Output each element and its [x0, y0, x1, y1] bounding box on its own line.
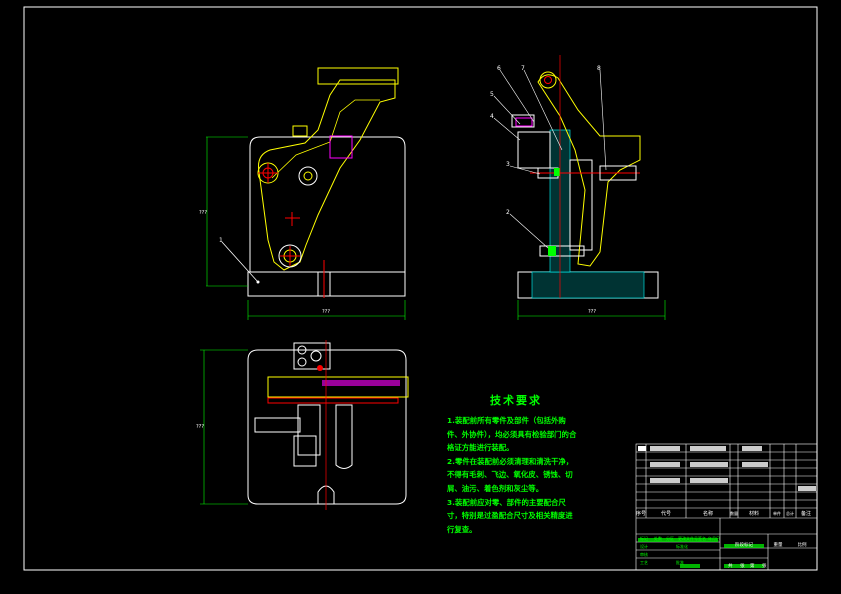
title-block-fills — [638, 446, 816, 568]
tb-scale: 比例 — [798, 541, 807, 548]
tb-sheet-of: 张 — [740, 562, 745, 569]
tb-b-sign: 签名 — [698, 535, 706, 541]
tb-b2-process: 工艺 — [640, 560, 648, 565]
tech-req-title: 技术要求 — [490, 394, 542, 407]
tech-req-line-1: 1.装配前所有零件及部件（包括外购件、外协件），均必须具有检验部门的合格证方能进… — [447, 416, 577, 453]
balloon-4: 4 — [490, 113, 494, 120]
drawing-frame — [23, 6, 818, 571]
balloon-2: 2 — [506, 209, 510, 216]
tb-h-total: 总计 — [786, 510, 794, 516]
tb-b2-design: 设计 — [640, 543, 648, 549]
tech-req-line-2: 2.零件在装配前必须清理和清洗干净，不得有毛刺、飞边、氧化皮、锈蚀、切屑、油污、… — [447, 456, 574, 493]
tb-h-mat: 材料 — [749, 510, 759, 517]
side-view — [493, 55, 666, 320]
tb-b2-std: 标准化 — [676, 543, 688, 549]
balloon-8: 8 — [597, 65, 601, 72]
tb-b2-approve: 批准 — [676, 559, 684, 565]
tb-h-qty: 数量 — [730, 510, 738, 516]
tb-b-file: 更改文件号 — [678, 535, 698, 541]
front-height-dim: ??? — [199, 210, 207, 216]
top-height-dim: ??? — [196, 424, 204, 430]
tb-sheet-page: 张 — [762, 562, 767, 569]
tb-b-mark: 标记 — [640, 535, 648, 541]
tb-weight: 重量 — [774, 541, 783, 548]
tech-req-line-3: 3.装配前应对零、部件的主要配合尺寸，特别是过盈配合尺寸及相关精度进行复查。 — [447, 497, 573, 534]
tb-b-count: 处数 — [654, 535, 662, 541]
front-view — [206, 67, 406, 320]
top-view — [200, 340, 409, 510]
tb-h-seq: 序号 — [636, 510, 646, 517]
balloon-1: 1 — [219, 237, 223, 244]
tb-h-note: 备注 — [801, 510, 811, 517]
tb-h-unit: 单件 — [773, 510, 781, 516]
tb-b-date: 年月日 — [708, 535, 720, 541]
tb-h-name: 名称 — [703, 510, 713, 517]
tb-sheet-no: 第 — [750, 562, 755, 569]
balloon-5: 5 — [490, 91, 494, 98]
balloon-3: 3 — [506, 161, 510, 168]
balloon-7: 7 — [521, 65, 525, 72]
tb-stage: 阶段标记 — [735, 541, 753, 548]
tb-b2-review: 审核 — [640, 551, 648, 557]
tb-h-code: 代号 — [661, 510, 671, 517]
tb-sheet-total: 共 — [728, 562, 733, 569]
tb-b-zone: 分区 — [666, 535, 674, 541]
front-width-dim: ??? — [322, 309, 330, 315]
side-width-dim: ??? — [588, 309, 596, 315]
balloon-6: 6 — [497, 65, 501, 72]
tech-req-body: 1.装配前所有零件及部件（包括外购件、外协件），均必须具有检验部门的合格证方能进… — [447, 414, 577, 536]
